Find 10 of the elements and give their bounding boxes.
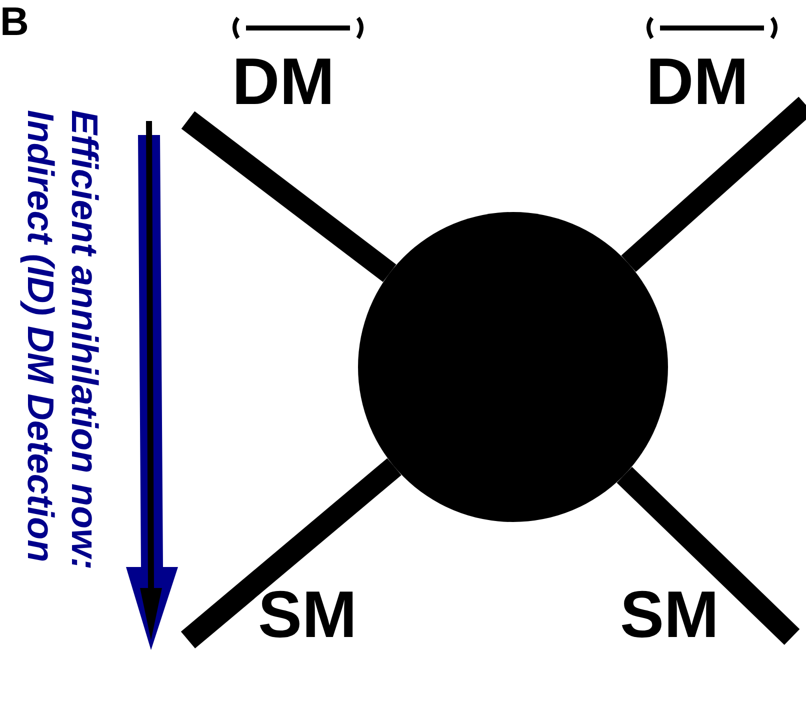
panel-letter: B [0,0,29,44]
propagator-line [616,466,800,645]
particle-label: SM [258,581,357,647]
particle-label: DM [646,48,749,114]
particle-label: SM [620,581,719,647]
annotation-text: Efficient annihilation now: Indirect (ID) DM Detection [19,110,106,572]
propagator-line [180,458,402,648]
propagator-line [621,96,806,272]
propagator-line [181,111,396,282]
particle-label: DM [232,48,335,114]
